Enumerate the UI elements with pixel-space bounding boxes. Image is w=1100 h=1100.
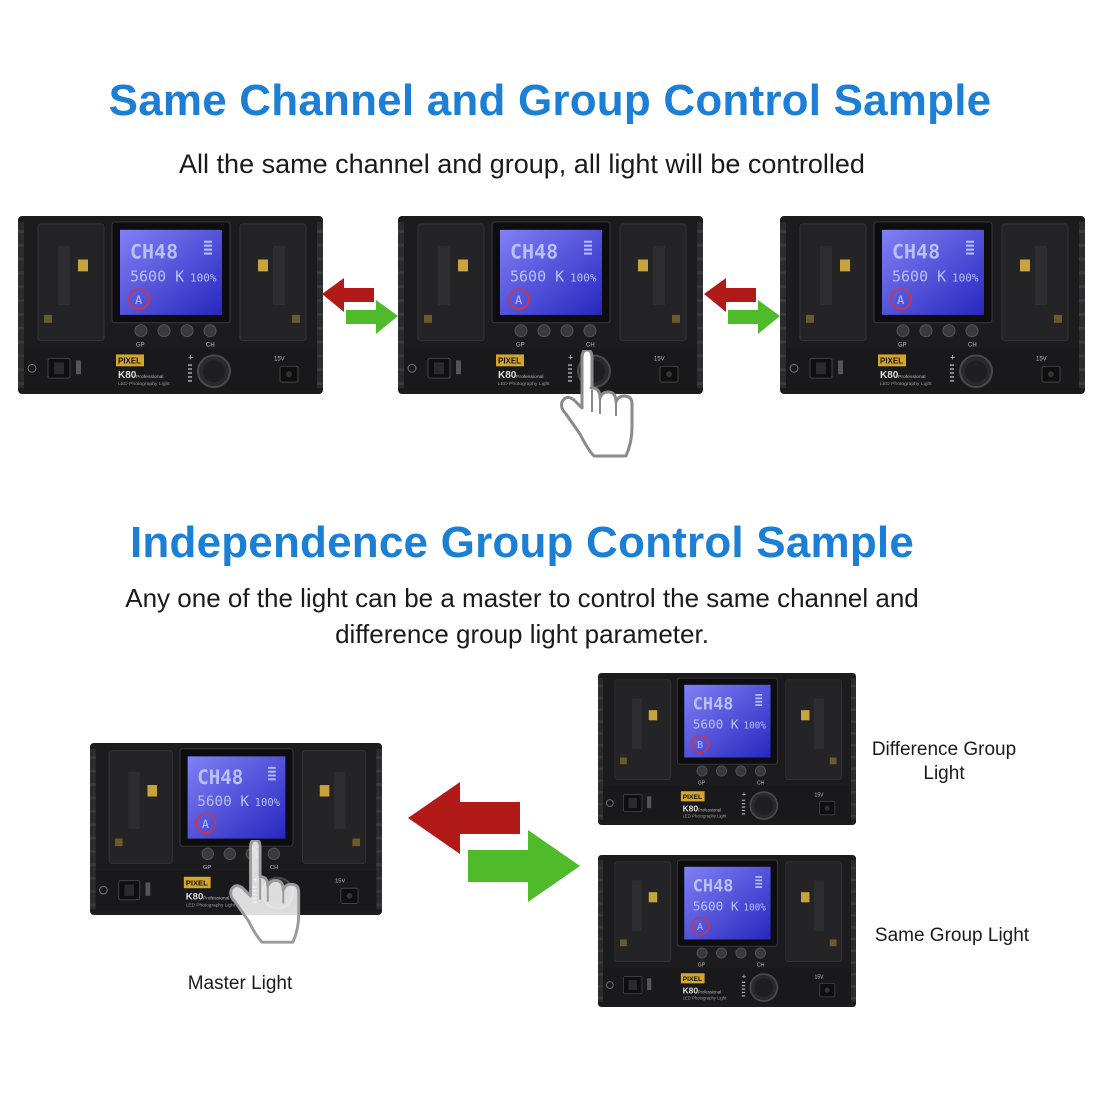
lcd-channel: CH48 [197,766,243,789]
model-desc: Professional [698,989,721,994]
brand-logo: PIXEL [498,356,521,365]
model-desc: Professional [898,374,925,380]
power-label: 15V [274,356,285,362]
difference-group-label: Difference Group Light [871,739,1017,784]
lcd-color-temp: 5600 K [693,899,739,914]
power-label: 15V [654,356,665,362]
svg-text:+: + [950,352,955,362]
svg-text:+: + [568,352,573,362]
lcd-brightness: 100% [190,271,217,284]
light-device-left: CH48 5600 K 100% A GP CH PIXEL K80 Profe… [18,216,323,394]
arrow-left-red-icon [408,782,520,854]
model-desc: Professional [136,374,163,380]
lcd-brightness: 100% [952,271,979,284]
same-group-device: CH48 5600 K 100% A GP CH PIXEL K80 Profe… [598,855,856,1007]
model-name: K80 [186,892,204,903]
section2-title: Independence Group Control Sample [129,518,914,567]
svg-text:+: + [742,789,747,798]
pointing-hand-icon [229,840,301,944]
lcd-color-temp: 5600 K [130,267,184,285]
model-desc-2: LED Photography Light [498,381,550,387]
model-desc-2: LED Photography Light [683,813,727,818]
ch-button-label: CH [968,343,977,349]
lcd-color-temp: 5600 K [197,794,249,810]
ch-button-label: CH [270,865,278,871]
section2-subtitle-line2: difference group light parameter. [335,619,709,649]
brand-logo: PIXEL [118,356,141,365]
model-desc: Professional [516,374,543,380]
lcd-brightness: 100% [743,721,766,732]
brand-logo: PIXEL [683,976,703,983]
difference-group-device: CH48 5600 K 100% B GP CH PIXEL K80 Profe… [598,673,856,825]
brand-logo: PIXEL [880,356,903,365]
arrow-right-green-icon [346,300,398,334]
model-desc-2: LED Photography Light [683,995,727,1000]
arrow-left-red-icon [322,278,374,312]
lcd-group: A [897,293,904,307]
pointing-hand-icon [560,350,634,458]
lcd-group: A [202,817,209,831]
lcd-channel: CH48 [510,241,558,264]
gp-button-label: GP [698,780,706,786]
model-name: K80 [498,370,517,381]
brand-logo: PIXEL [186,878,208,887]
light-device-center: CH48 5600 K 100% A GP CH PIXEL K80 Profe… [398,216,703,394]
model-desc-2: LED Photography Light [880,381,932,387]
model-name: K80 [683,985,699,995]
lcd-color-temp: 5600 K [510,267,564,285]
model-name: K80 [880,370,899,381]
svg-text:+: + [188,352,193,362]
lcd-channel: CH48 [130,241,178,264]
same-group-label: Same Group Light [874,925,1030,946]
lcd-color-temp: 5600 K [693,717,739,732]
ch-button-label: CH [206,343,215,349]
model-name: K80 [683,803,699,813]
section1-title: Same Channel and Group Control Sample [108,76,992,125]
arrow-pair-2 [704,278,780,334]
model-desc-2: LED Photography Light [186,902,236,908]
lcd-group: A [135,293,142,307]
arrow-pair-large [408,782,580,902]
lcd-brightness: 100% [570,271,597,284]
ch-button-label: CH [757,962,765,968]
lcd-group: B [697,740,703,751]
section1-subtitle: All the same channel and group, all ligh… [179,149,865,179]
svg-text:+: + [742,971,747,980]
gp-button-label: GP [136,343,145,349]
brand-logo: PIXEL [683,794,703,801]
lcd-channel: CH48 [693,875,734,895]
light-device-right: CH48 5600 K 100% A GP CH PIXEL K80 Profe… [780,216,1085,394]
model-desc: Professional [698,807,721,812]
model-name: K80 [118,370,137,381]
arrow-right-green-icon [728,300,780,334]
ch-button-label: CH [586,343,595,349]
power-label: 15V [335,879,345,885]
model-desc-2: LED Photography Light [118,381,170,387]
power-label: 15V [815,974,825,980]
arrow-pair-1 [322,278,398,334]
lcd-brightness: 100% [743,903,766,914]
gp-button-label: GP [203,865,211,871]
master-light-label: Master Light [187,973,293,994]
lcd-group: A [697,922,703,933]
gp-button-label: GP [698,962,706,968]
power-label: 15V [815,792,825,798]
lcd-channel: CH48 [693,693,734,713]
model-desc: Professional [203,896,229,902]
gp-button-label: GP [516,343,525,349]
master-light-device: CH48 5600 K 100% A GP CH PIXEL K80 Profe… [90,743,382,915]
power-label: 15V [1036,356,1047,362]
section2-subtitle-line1: Any one of the light can be a master to … [125,583,919,613]
gp-button-label: GP [898,343,907,349]
ch-button-label: CH [757,780,765,786]
arrow-right-green-icon [468,830,580,902]
lcd-group: A [515,293,522,307]
arrow-left-red-icon [704,278,756,312]
lcd-color-temp: 5600 K [892,267,946,285]
lcd-channel: CH48 [892,241,940,264]
lcd-brightness: 100% [255,797,281,809]
